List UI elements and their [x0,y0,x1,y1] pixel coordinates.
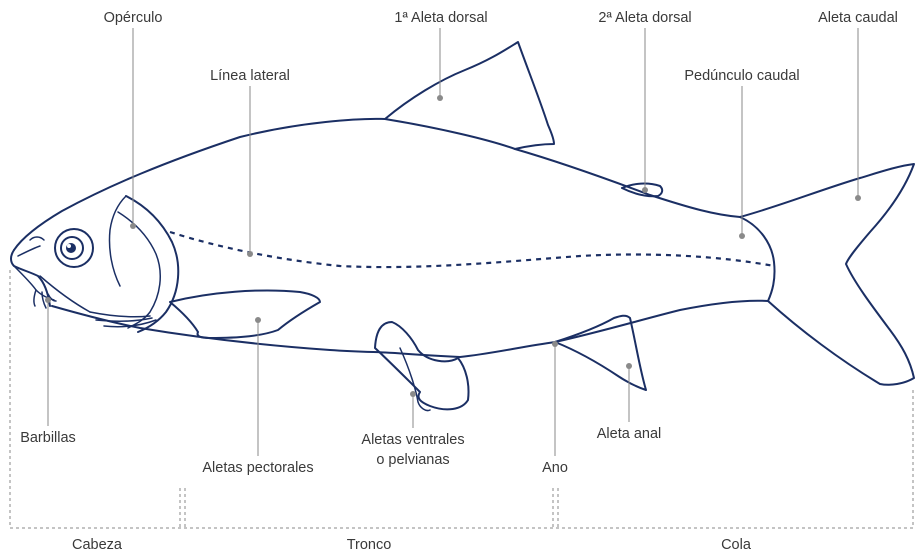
point-linea-lateral [247,251,253,257]
fish-snout-outline [11,250,50,306]
label-linea-lateral: Línea lateral [210,68,290,84]
point-aletas-pectorales [255,317,261,323]
point-aleta-anal [626,363,632,369]
point-ano [552,341,558,347]
label-aleta-anal: Aleta anal [597,426,662,442]
section-label-tronco: Tronco [347,537,392,553]
label-operculo: Opérculo [104,10,163,26]
label-aleta-dorsal-2: 2ª Aleta dorsal [598,10,691,26]
fish-operculum-outline [126,196,178,332]
label-aletas-ventrales: Aletas ventrales [361,432,464,448]
fish-ventral-outline [52,301,768,357]
fish-lip [18,246,40,256]
leader-lines [45,28,861,456]
label-ano: Ano [542,460,568,476]
caudal-peduncle-edge [740,217,775,301]
pectoral-fin-outline [170,290,320,338]
point-aleta-caudal [855,195,861,201]
section-label-cabeza: Cabeza [72,537,123,553]
point-pedunculo-caudal [739,233,745,239]
point-operculo [130,223,136,229]
dorsal-fin-1-outline [385,42,554,149]
label-aletas-pectorales: Aletas pectorales [202,460,313,476]
fish-operculum-inner [118,212,160,328]
fish-eye-pupil [66,243,76,253]
anal-fin-outline [555,316,646,390]
point-aleta-dorsal-2 [642,187,648,193]
section-label-cola: Cola [721,537,752,553]
label-aleta-caudal: Aleta caudal [818,10,898,26]
label-aleta-dorsal-1: 1ª Aleta dorsal [394,10,487,26]
label-pedunculo-caudal: Pedúnculo caudal [684,68,799,84]
caudal-fin-outline [740,164,914,385]
label-aletas-ventrales-2: o pelvianas [376,452,449,468]
fish-gill-arc [109,196,126,286]
section-labels: Cabeza Tronco Cola [72,537,752,553]
point-barbillas [45,297,51,303]
fish-illustration [11,42,914,411]
pelvic-fin-outline [375,322,469,409]
point-aleta-dorsal-1 [437,95,443,101]
fish-nostril [30,237,44,240]
fish-eye-highlight [67,244,71,248]
lateral-line [170,232,774,267]
part-labels: Opérculo 1ª Aleta dorsal 2ª Aleta dorsal… [20,10,898,476]
label-barbillas: Barbillas [20,430,76,446]
point-aletas-ventrales [410,391,416,397]
